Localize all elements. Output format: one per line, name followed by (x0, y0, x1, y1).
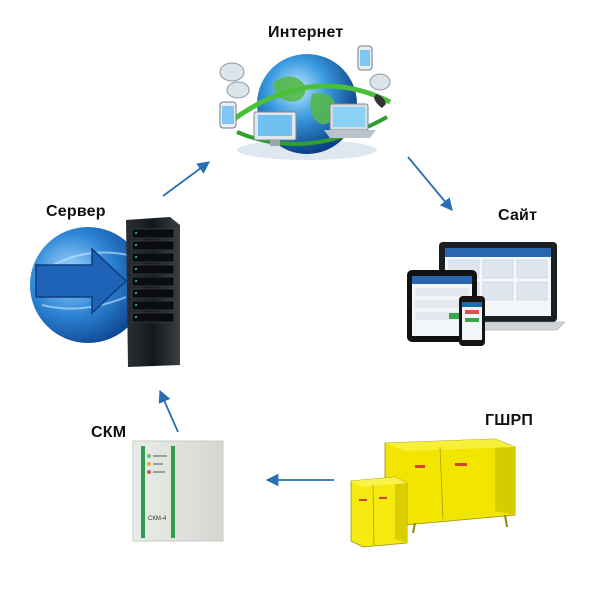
server-label: Сервер (46, 203, 106, 220)
site-label: Сайт (498, 207, 538, 224)
gshrp-label: ГШРП (485, 412, 534, 429)
internet-globe-icon (219, 45, 392, 160)
internet-label: Интернет (268, 24, 344, 41)
site-devices-icon (407, 242, 565, 346)
arrow-internet-to-site (407, 156, 453, 211)
skm-device-icon: СКМ-4 (132, 440, 224, 542)
skm-device-text: СКМ-4 (148, 516, 167, 522)
skm-label: СКМ (91, 424, 127, 441)
arrow-server-to-internet (162, 161, 211, 197)
server-rack-icon (30, 217, 180, 367)
arrow-skm-to-server (158, 389, 179, 433)
gshrp-cabinet-icon (350, 438, 516, 548)
